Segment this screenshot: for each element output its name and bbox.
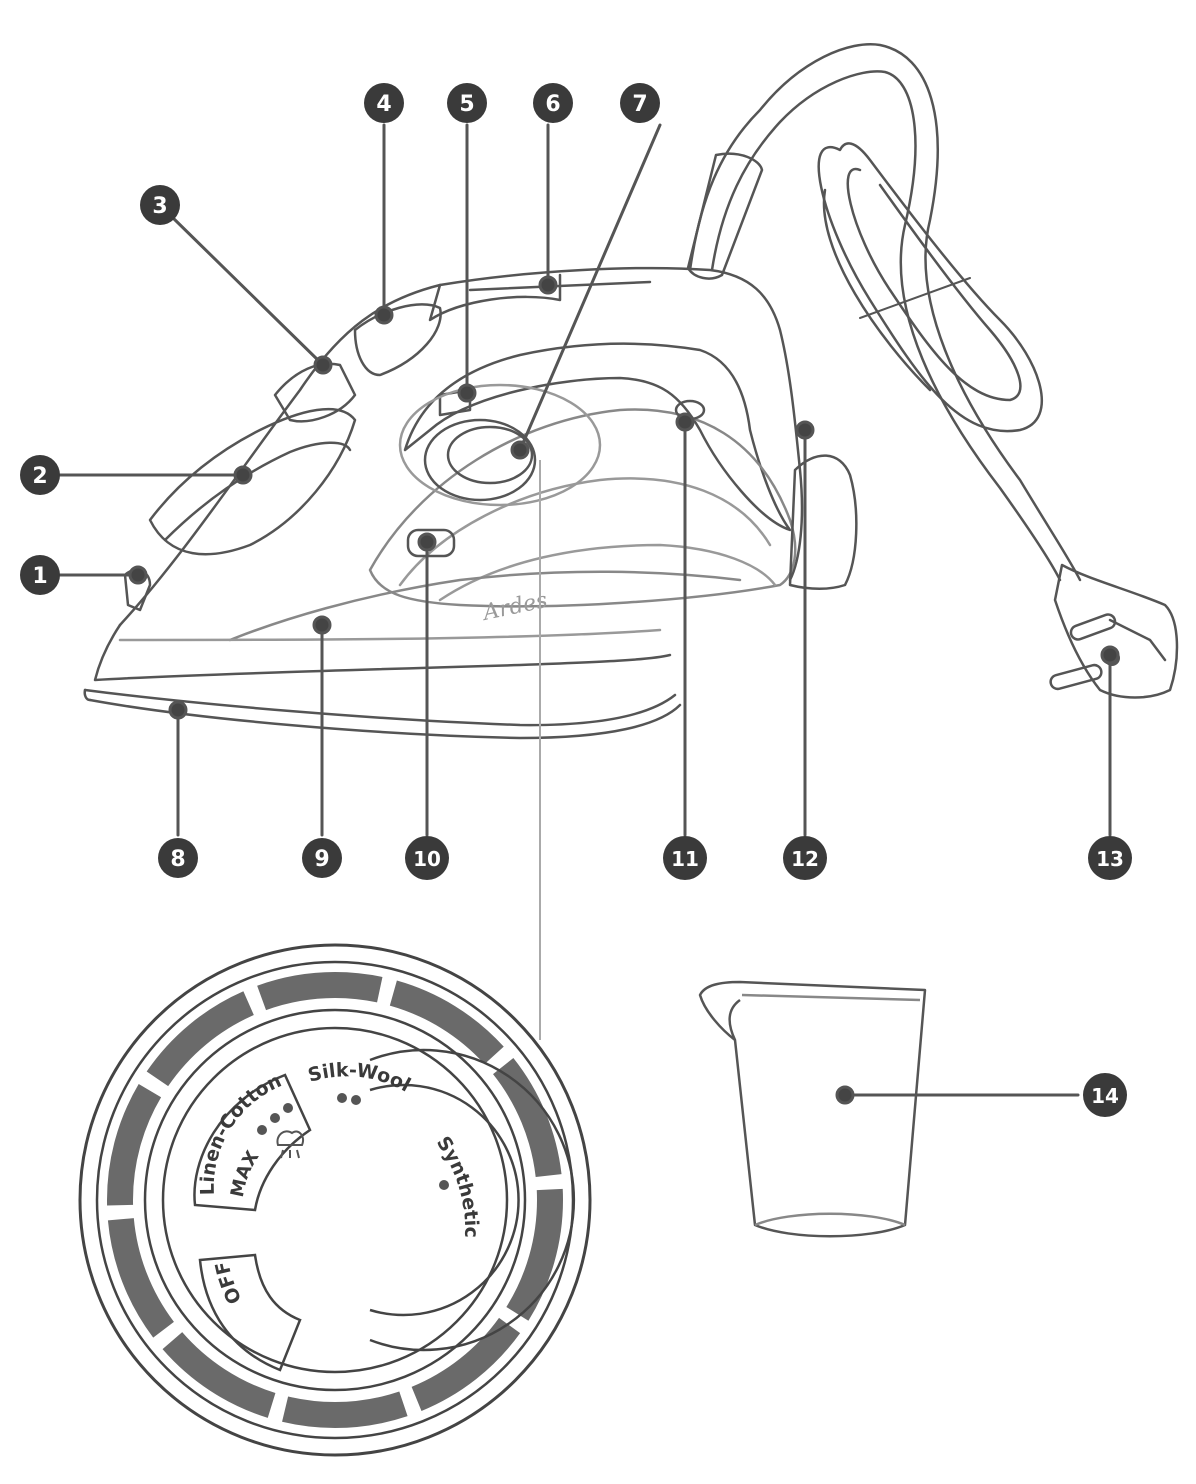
steam-icon [277, 1131, 303, 1158]
callout-14: 14 [1083, 1073, 1127, 1117]
callout-9: 9 [302, 838, 342, 878]
measuring-cup-shape [700, 982, 925, 1236]
svg-text:6: 6 [545, 92, 560, 117]
dial-label-max: MAX [227, 1147, 263, 1199]
svg-text:12: 12 [791, 847, 819, 871]
svg-text:10: 10 [413, 847, 441, 871]
dial-grip-ring [120, 985, 550, 1415]
callout-3: 3 [140, 185, 180, 225]
temperature-dial-detail: Linen-Cotton MAX Silk-Wool Synthetic OFF [80, 945, 590, 1455]
callout-11: 11 [663, 836, 707, 880]
callout-2: 2 [20, 455, 60, 495]
callout-5: 5 [447, 83, 487, 123]
callout-12: 12 [783, 836, 827, 880]
callout-4: 4 [364, 83, 404, 123]
svg-text:14: 14 [1091, 1084, 1119, 1108]
dial-outer-ring [80, 945, 590, 1455]
steam-button [355, 304, 441, 375]
plug-body [1055, 565, 1177, 698]
dial-label-silk-wool: Silk-Wool [306, 1059, 414, 1096]
callout-10: 10 [405, 836, 449, 880]
svg-text:8: 8 [170, 847, 185, 872]
svg-text:13: 13 [1096, 847, 1124, 871]
plug-pin-top [1069, 613, 1117, 642]
callout-6: 6 [533, 83, 573, 123]
temperature-dial-knob [425, 420, 535, 500]
iron [85, 44, 1177, 738]
iron-handle [120, 268, 802, 625]
plug-pin-bottom [1049, 664, 1103, 691]
svg-text:2: 2 [32, 464, 47, 489]
leader-lines [60, 125, 1118, 1103]
dial-label-off: OFF [211, 1259, 246, 1307]
svg-text:11: 11 [671, 847, 699, 871]
svg-text:3: 3 [152, 194, 167, 219]
svg-text:9: 9 [314, 847, 329, 872]
svg-text:1: 1 [32, 564, 47, 589]
callout-badges: 1 2 3 4 5 6 7 8 9 10 11 12 13 14 [20, 83, 1132, 1117]
svg-text:5: 5 [459, 92, 474, 117]
svg-text:4: 4 [376, 92, 391, 117]
callout-13: 13 [1088, 836, 1132, 880]
callout-7: 7 [620, 83, 660, 123]
callout-1: 1 [20, 555, 60, 595]
svg-text:7: 7 [632, 92, 647, 117]
callout-8: 8 [158, 838, 198, 878]
